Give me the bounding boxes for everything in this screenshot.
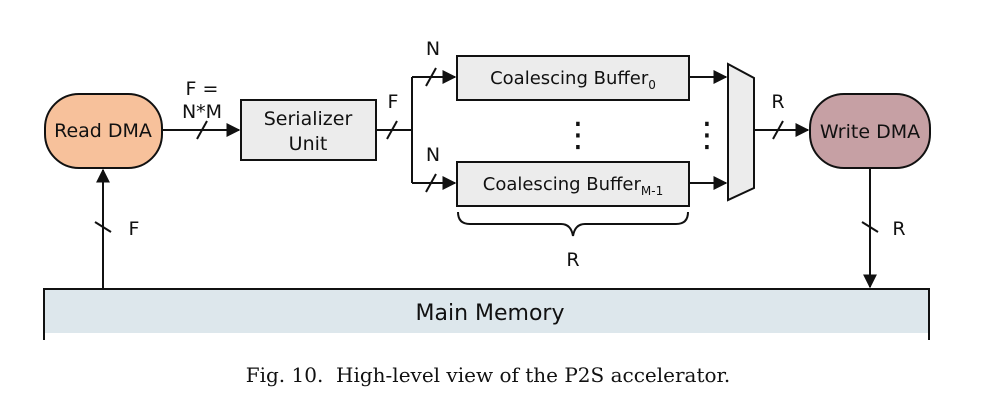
mux-input-ellipsis: ⋮ xyxy=(690,115,724,155)
f-eq-label-2: N*M xyxy=(182,101,222,123)
multiplexer xyxy=(727,62,755,202)
serializer-block xyxy=(240,99,377,161)
n-bottom-label: N xyxy=(426,144,440,166)
width-slash-f-feedback xyxy=(94,221,112,233)
coalescing-buffer-m1-label: Coalescing BufferM-1 xyxy=(483,174,663,198)
main-memory-label: Main Memory xyxy=(416,301,565,326)
buffers-brace xyxy=(457,211,689,237)
main-memory-block xyxy=(43,288,930,340)
f-serializer-label: F xyxy=(388,91,399,113)
coalescing-buffer-m1 xyxy=(456,161,690,207)
r-brace-label: R xyxy=(566,249,579,271)
width-slash-r-down xyxy=(861,221,879,233)
read-dma-label: Read DMA xyxy=(54,120,152,142)
coalescing-buffer-m1-main: Coalescing Buffer xyxy=(483,174,642,195)
buffer-ellipsis: ⋮ xyxy=(561,115,595,155)
serializer-label-2: Unit xyxy=(289,133,328,155)
write-dma-label: Write DMA xyxy=(820,121,920,143)
coalescing-buffer-0 xyxy=(456,55,690,101)
coalescing-buffer-0-sub: 0 xyxy=(648,78,656,92)
coalescing-buffer-m1-sub: M-1 xyxy=(641,184,663,198)
coalescing-buffer-0-main: Coalescing Buffer xyxy=(490,68,649,89)
f-eq-label-1: F = xyxy=(186,78,219,100)
width-slash-serializer xyxy=(386,120,398,140)
width-slash-f xyxy=(196,120,208,140)
r-down-label: R xyxy=(892,218,905,240)
coalescing-buffer-0-label: Coalescing Buffer0 xyxy=(490,68,656,92)
f-feedback-label: F xyxy=(129,218,140,240)
width-slash-r-mux xyxy=(772,120,784,140)
serializer-label-1: Serializer xyxy=(264,108,353,130)
figure-caption: Fig. 10. High-level view of the P2S acce… xyxy=(246,363,731,387)
n-top-label: N xyxy=(426,38,440,60)
width-slash-n-bottom xyxy=(425,173,437,193)
r-mux-label: R xyxy=(771,91,784,113)
width-slash-n-top xyxy=(425,67,437,87)
memory-bottom-mask xyxy=(45,333,928,341)
